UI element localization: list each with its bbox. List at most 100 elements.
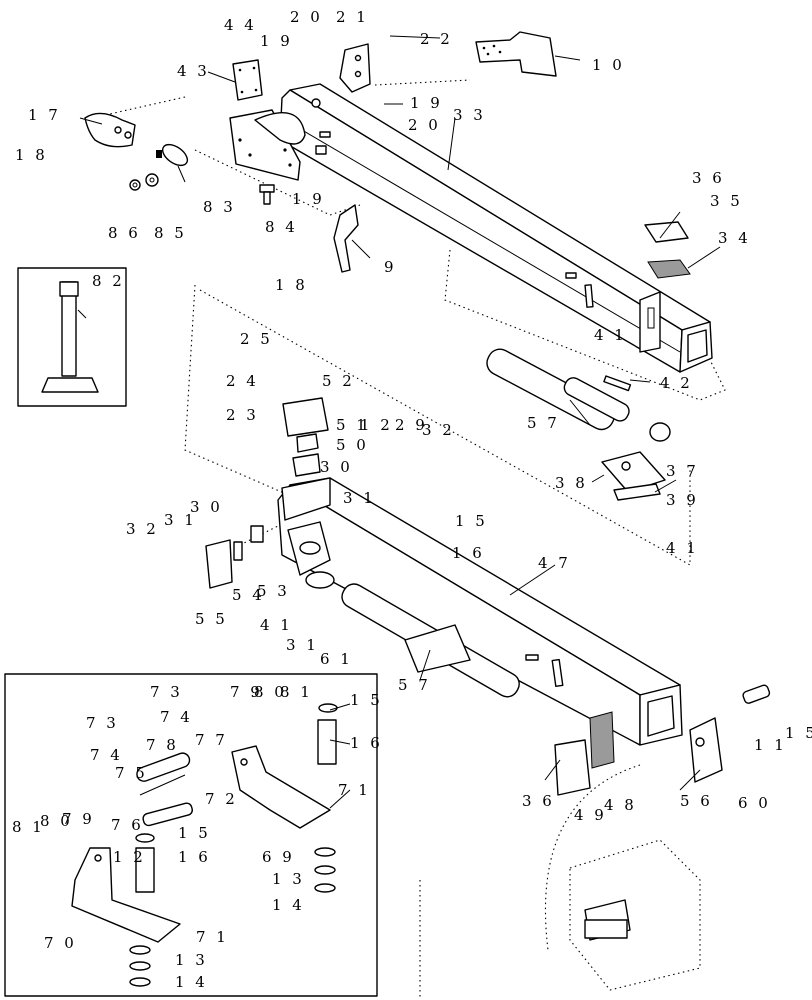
callout: 8 0	[254, 683, 287, 701]
callout: 8 6	[108, 224, 141, 242]
callout: 2 2	[420, 30, 453, 48]
callout: 3 0	[190, 498, 223, 516]
callout: 3 2	[422, 421, 455, 439]
callout: 7 2	[205, 790, 238, 808]
callout: 7 5	[115, 764, 148, 782]
callout: 5 4	[232, 586, 265, 604]
part-pads-34-35	[644, 221, 691, 279]
callout: 3 6	[522, 792, 555, 810]
callout: 7 3	[150, 683, 183, 701]
callout: 9	[384, 258, 397, 276]
callout: 5 1	[336, 416, 369, 434]
callout: 2 4	[226, 372, 259, 390]
callout: 4 7	[538, 554, 571, 572]
callout: 3 9	[666, 491, 699, 509]
callout: 1 5	[455, 512, 488, 530]
callout: 1 7	[28, 106, 61, 124]
part-chain-83	[156, 143, 189, 167]
callout: 4 1	[260, 616, 293, 634]
upper-frame-tube	[229, 83, 713, 373]
jack-inset	[17, 267, 127, 407]
callout: 5 6	[680, 792, 713, 810]
rear-end-plate	[639, 291, 661, 353]
callout: 7 7	[195, 731, 228, 749]
callout: 5 5	[195, 610, 228, 628]
callout: 1 9	[260, 32, 293, 50]
callout: 8 3	[203, 198, 236, 216]
callout: 1 2	[360, 416, 393, 434]
callout: 7 9	[62, 810, 95, 828]
callout: 8 4	[265, 218, 298, 236]
callout: 6 1	[320, 650, 353, 668]
callout: 7 1	[196, 928, 229, 946]
callout: 1 5	[178, 824, 211, 842]
callout: 1 4	[175, 973, 208, 991]
callout: 8 0	[40, 812, 73, 830]
callout: 8 5	[154, 224, 187, 242]
part-clevis-38	[601, 451, 666, 493]
callout: 3 1	[164, 511, 197, 529]
callout: 2 0	[408, 116, 441, 134]
callout: 3 0	[320, 458, 353, 476]
callout: 5 7	[527, 414, 560, 432]
part-pin-11	[742, 684, 771, 704]
callout: 3 7	[666, 462, 699, 480]
callout: 2 3	[226, 406, 259, 424]
callout: 3 1	[343, 489, 376, 507]
part-pad-51	[296, 433, 319, 453]
callout: 1 6	[350, 734, 383, 752]
callout: 1 8	[15, 146, 48, 164]
callout: 1 2	[113, 848, 146, 866]
callout: 1 3	[175, 951, 208, 969]
callout: 7 9	[230, 683, 263, 701]
callout: 7 4	[90, 746, 123, 764]
callout: 4 1	[666, 539, 699, 557]
callout: 7 4	[160, 708, 193, 726]
callout: 4 1	[594, 326, 627, 344]
callout: 4 4	[224, 16, 257, 34]
callout: 1 9	[410, 94, 443, 112]
callout: 3 4	[718, 229, 751, 247]
callout: 1 3	[272, 870, 305, 888]
callout: 5 0	[336, 436, 369, 454]
callout: 3 8	[555, 474, 588, 492]
callout: 2 9	[395, 416, 428, 434]
part-bracket-17	[84, 112, 136, 148]
callout: 1 6	[452, 544, 485, 562]
part-pads-48-49	[554, 711, 615, 796]
callout: 1 0	[592, 56, 625, 74]
callout: 7 3	[86, 714, 119, 732]
callout: 4 9	[574, 806, 607, 824]
part-plate-55	[205, 539, 233, 589]
part-shield-10	[475, 31, 557, 77]
callout: 5 2	[322, 372, 355, 390]
hitch-detail-inset	[4, 673, 378, 997]
callout: 1 9	[292, 190, 325, 208]
callout: 2 5	[240, 330, 273, 348]
callout: 5 3	[257, 582, 290, 600]
callout: 2 0	[290, 8, 323, 26]
part-pad-53-54	[233, 525, 264, 561]
callout: 7 1	[338, 781, 371, 799]
part-washer-85	[145, 173, 159, 187]
callout: 4 3	[177, 62, 210, 80]
part-pad-50	[292, 453, 321, 477]
lower-cylinder	[341, 583, 520, 698]
callout: 3 5	[710, 192, 743, 210]
lower-frame-tube	[277, 477, 683, 746]
callout: 5 7	[398, 676, 431, 694]
callout: 8 1	[12, 818, 45, 836]
callout: 1 5	[785, 724, 812, 742]
leader-lines	[79, 35, 721, 809]
callout: 8 1	[280, 683, 313, 701]
callout: 1 1	[754, 736, 787, 754]
part-nut-86	[129, 179, 141, 191]
callout: 1 4	[272, 896, 305, 914]
part-plate-37	[613, 483, 661, 501]
callout: 6 9	[262, 848, 295, 866]
callout: 7 8	[146, 736, 179, 754]
callout: 8 2	[92, 272, 125, 290]
part-plate-43	[232, 59, 263, 101]
part-pin-42	[603, 375, 632, 392]
callout: 6 0	[738, 794, 771, 812]
